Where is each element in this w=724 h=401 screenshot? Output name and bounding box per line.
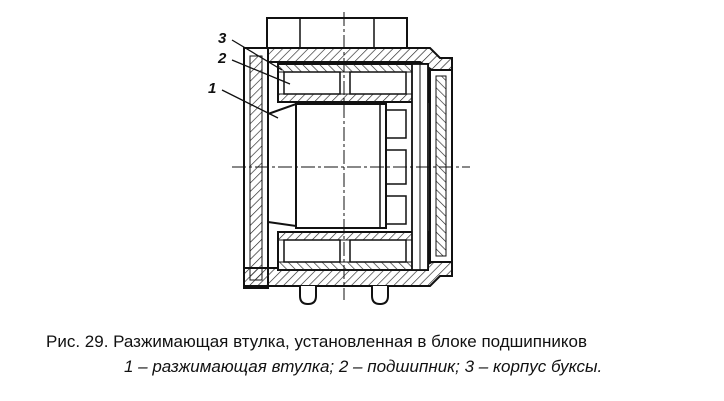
leader-lines (221, 39, 291, 119)
figure-caption-legend: 1 – разжимающая втулка; 2 – подшипник; 3… (124, 357, 603, 376)
figure-caption-title: Рис. 29. Разжимающая втулка, установленн… (46, 332, 588, 351)
bearing-upper (277, 63, 429, 103)
axlebox-housing (243, 47, 453, 306)
bearing-assembly-drawing (221, 12, 470, 306)
center-lines (232, 12, 470, 300)
bearing-lower (277, 231, 429, 271)
expanding-sleeve (267, 102, 387, 229)
housing-top-flange (266, 17, 408, 49)
callout-1-label: 1 (208, 80, 217, 97)
callout-3-label: 3 (218, 30, 227, 47)
callout-2-label: 2 (218, 50, 227, 67)
